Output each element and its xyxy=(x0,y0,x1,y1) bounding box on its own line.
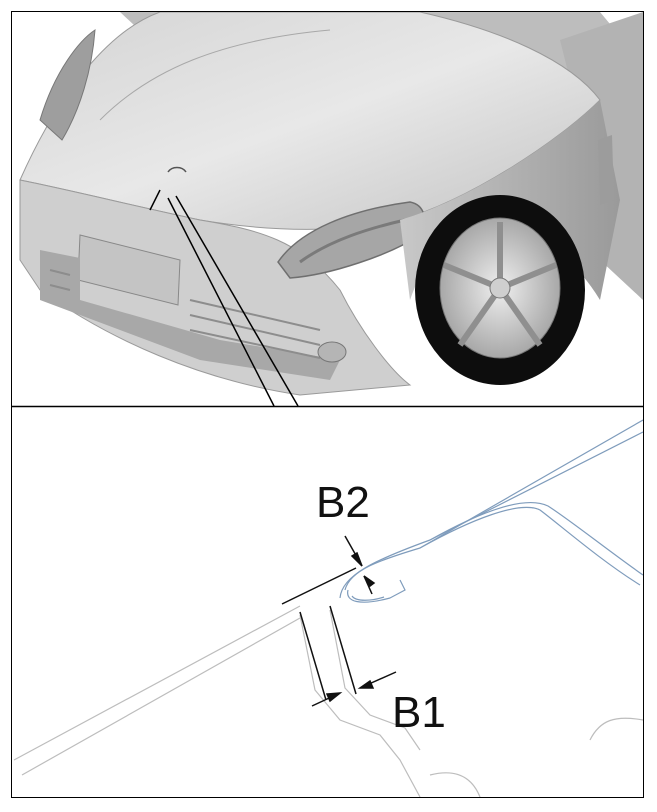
car-render xyxy=(12,12,643,405)
blue-contours xyxy=(339,419,643,603)
gray-contours xyxy=(299,609,643,797)
hood-edge-contour xyxy=(13,605,301,776)
part-outline xyxy=(281,567,357,701)
emblem-mark xyxy=(149,189,161,211)
front-bumper xyxy=(19,179,412,396)
zoom-leader-lines xyxy=(167,195,299,407)
lower-grille xyxy=(40,250,340,380)
b1-dimension xyxy=(311,671,397,707)
side-vent xyxy=(598,135,614,205)
fog-light xyxy=(317,341,347,363)
b1-label: B1 xyxy=(392,688,446,737)
b2-dimension xyxy=(344,535,376,595)
detail-drawing xyxy=(13,419,643,797)
b2-label: B2 xyxy=(316,478,370,527)
hood-emblem xyxy=(167,166,187,173)
left-headlight xyxy=(39,29,96,141)
